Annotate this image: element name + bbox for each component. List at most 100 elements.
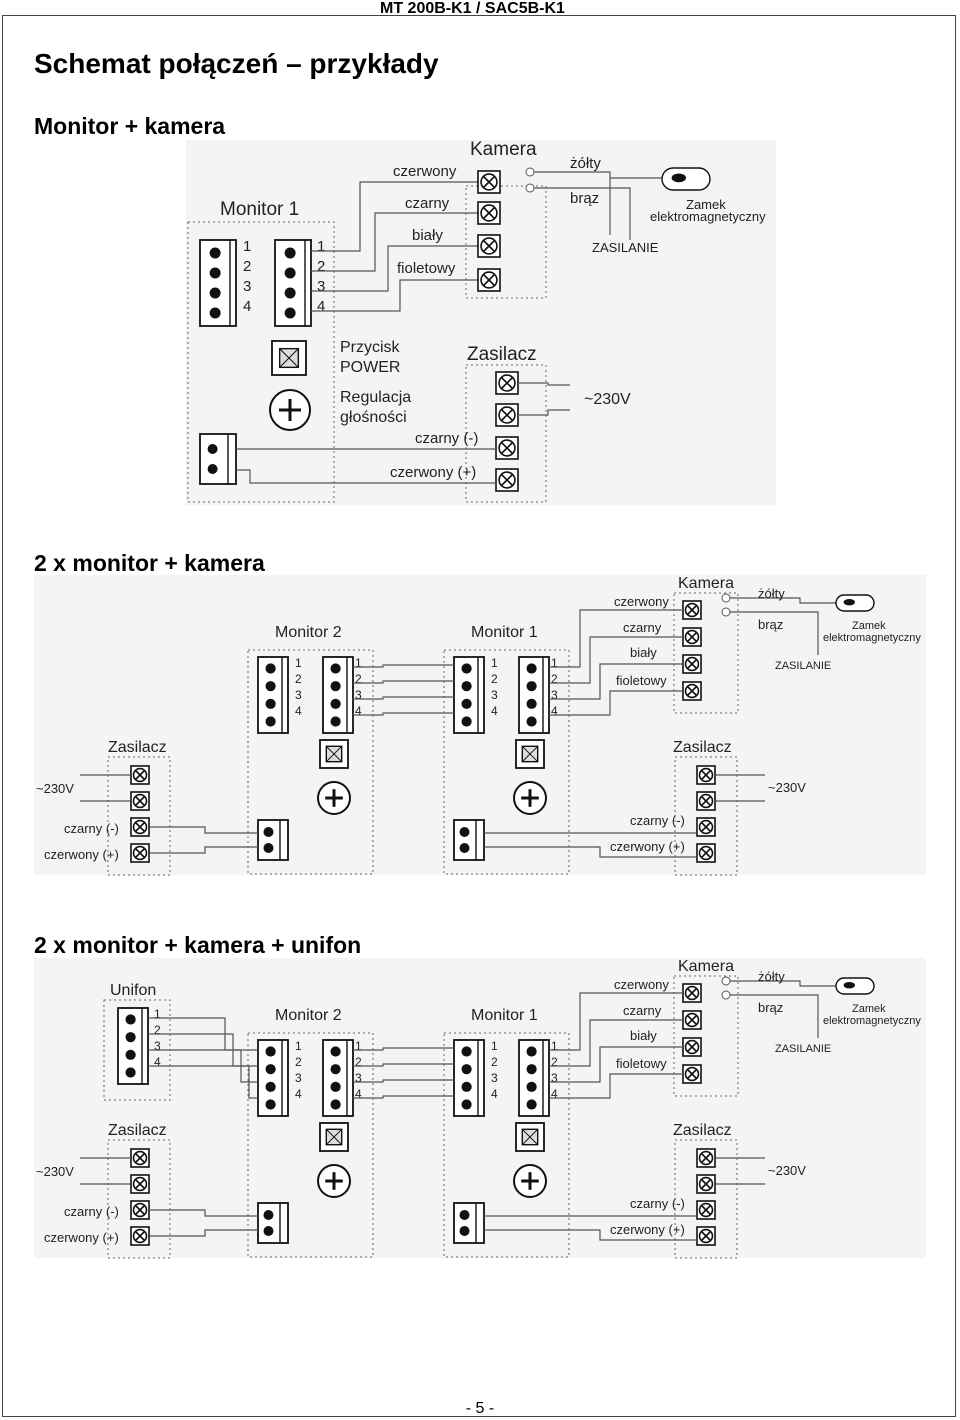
connector-pin [461,716,472,727]
connector-pin [125,1067,136,1078]
connector-pin [330,1046,341,1057]
wire [549,992,683,1051]
wire-label-pos: czerwony (+) [44,847,119,862]
pin-number: 4 [355,1087,362,1101]
power-supply-label: Zasilacz [108,739,167,756]
power-button-line [279,348,299,368]
connector-pin [461,1046,472,1057]
section-title-3: 2 x monitor + kamera + unifon [34,932,362,958]
screw-slot [686,1041,698,1053]
wire-label-neg: czarny (-) [64,821,119,836]
wire [148,1065,258,1099]
connector-pin [461,681,472,692]
screw-slot [134,795,146,807]
wire [730,994,819,1038]
lock-power-label: ZASILANIE [775,1043,831,1055]
camera-outline [673,975,739,1097]
pin-number: 1 [355,1039,362,1053]
power-button-line [521,1128,539,1146]
monitor-outline [443,649,570,875]
lock-label: elektromagnetyczny [823,1015,921,1027]
wire-label-red: czerwony [614,594,669,609]
wire [236,469,496,484]
connector-pin [265,1046,276,1057]
pin-number: 2 [295,672,302,686]
wire-label-red: czerwony [614,977,669,992]
wire [311,245,488,292]
wire [150,1229,258,1237]
pin-number: 3 [295,688,302,702]
lock-power-label: ZASILANIE [592,240,659,255]
lock-core [843,982,855,989]
terminal-point [721,990,731,1000]
screw-slot [482,206,496,220]
screw-slot [700,1204,712,1216]
screw-slot [134,769,146,781]
wire-label-brown: brąz [758,617,783,632]
power-button-line [325,745,343,763]
pin-number: 3 [355,1071,362,1085]
pin-number: 2 [154,1023,161,1037]
page-number: - 5 - [465,1400,495,1417]
connector-pin [526,1081,537,1092]
screw-slot [686,1014,698,1026]
connector-pin [207,444,218,454]
power-input-connector [199,433,237,485]
unifon-label: Unifon [110,982,156,999]
connector-pin [263,1210,274,1220]
pin-number: 1 [295,1039,302,1053]
wire-label-neg: czarny (-) [64,1204,119,1219]
pin-number: 4 [491,1087,498,1101]
connector-pin [330,1099,341,1110]
wire-label-white: biały [412,227,443,244]
wire-label-white: biały [630,645,657,660]
power-button-line [325,1128,343,1146]
screw-slot [700,847,712,859]
connector-pin [263,827,274,837]
volume-label: głośności [340,409,407,426]
screw-slot [500,408,514,422]
monitor-outline [247,649,374,875]
pin-number: 3 [551,688,558,702]
wire-label-yellow: żółty [758,586,785,601]
monitor-label: Monitor 1 [471,624,538,641]
pin-number: 3 [551,1071,558,1085]
connector-pin [526,663,537,674]
power-supply-outline [107,756,171,876]
wire [150,1209,258,1217]
pin-number: 4 [295,1087,302,1101]
power-button-label: Przycisk [340,339,401,356]
power-button-icon [515,739,545,769]
wire [353,1063,454,1067]
wire [549,636,683,684]
connector-pin [209,287,221,299]
pin-number: 3 [154,1039,161,1053]
power-supply-label: Zasilacz [467,344,537,365]
wire [549,609,683,668]
wire-label-brown: brąz [570,190,599,207]
screw-slot [134,1230,146,1242]
screw-slot [500,376,514,390]
pin-number: 1 [355,656,362,670]
connector-pin [209,247,221,259]
screw-slot [134,821,146,833]
monitor-label: Monitor 2 [275,624,342,641]
monitor-1-label: Monitor 1 [220,199,299,220]
terminal-point [721,593,731,603]
screw-slot [700,1152,712,1164]
pin-number: 2 [551,1055,558,1069]
pin-number: 3 [491,1071,498,1085]
pin-number: 1 [295,656,302,670]
lock-label: Zamek [852,1003,886,1015]
mains-label: ~230V [768,1163,806,1178]
page-title: Schemat połączeń – przykłady [34,48,439,79]
pin-number: 4 [551,1087,558,1101]
pin-number: 2 [355,1055,362,1069]
wire [353,1079,454,1083]
connector-pin [284,267,296,279]
connector-pin [284,307,296,319]
pin-number: 3 [491,688,498,702]
pin-number: 3 [317,278,325,295]
connector-pin [526,698,537,709]
